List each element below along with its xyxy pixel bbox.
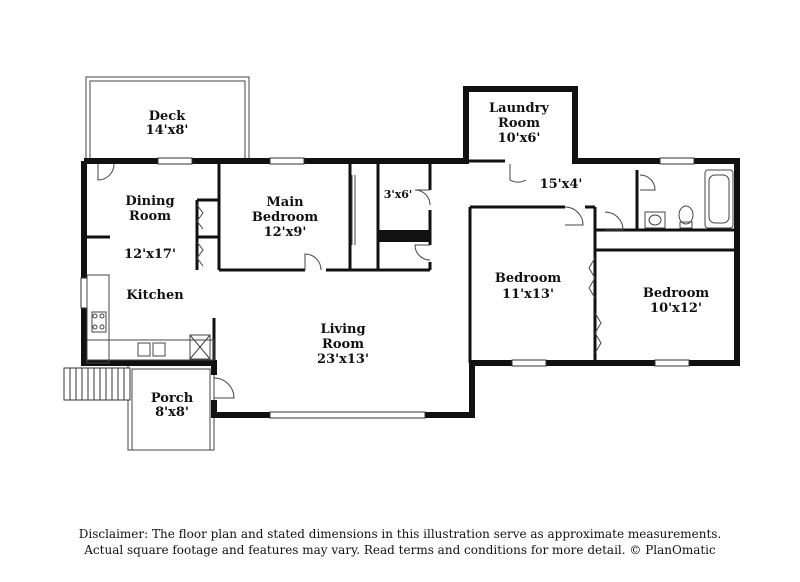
- dining-dim: 12'x17': [124, 247, 176, 262]
- hall-dim: 15'x4': [540, 177, 583, 192]
- porch-dim: 8'x8': [155, 405, 189, 420]
- windows: [80, 157, 695, 419]
- dining-name-1: Dining: [125, 194, 174, 209]
- main-bedroom-name-1: Main: [266, 195, 304, 210]
- bedroom2-name: Bedroom: [495, 271, 562, 286]
- porch-stairs: [63, 367, 131, 401]
- main-bedroom-dim: 12'x9': [264, 225, 307, 240]
- bedroom2-dim: 11'x13': [502, 287, 554, 302]
- doors: [97, 163, 656, 399]
- porch-name: Porch: [151, 391, 194, 406]
- bedroom3-dim: 10'x12': [650, 301, 702, 316]
- kitchen-name: Kitchen: [126, 288, 184, 303]
- deck-name: Deck: [149, 109, 186, 124]
- living-dim: 23'x13': [317, 352, 369, 367]
- closet-doors: [196, 175, 602, 354]
- deck-dim: 14'x8': [146, 123, 189, 138]
- living-name-2: Room: [322, 337, 364, 352]
- kitchen-fixtures: [86, 274, 215, 364]
- laundry-name-1: Laundry: [489, 101, 549, 116]
- bedroom3-name: Bedroom: [643, 286, 710, 301]
- closet-dim: 3'x6': [384, 188, 413, 201]
- chimney-block: [379, 230, 430, 242]
- disclaimer-line-1: Disclaimer: The floor plan and stated di…: [78, 527, 722, 541]
- laundry-dim: 10'x6': [498, 131, 541, 146]
- dining-name-2: Room: [129, 209, 171, 224]
- laundry-name-2: Room: [498, 116, 540, 131]
- bath-fixtures: [644, 169, 734, 229]
- living-name-1: Living: [320, 322, 365, 337]
- main-bedroom-name-2: Bedroom: [252, 210, 319, 225]
- disclaimer-line-2: Actual square footage and features may v…: [84, 543, 716, 557]
